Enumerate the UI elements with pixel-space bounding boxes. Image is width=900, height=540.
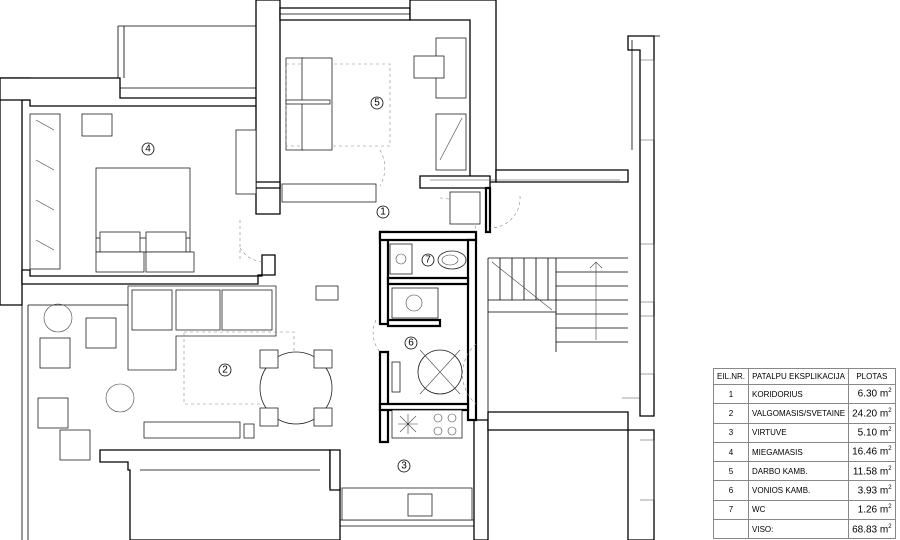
- room-number: 4: [145, 144, 151, 155]
- total-label: VISO:: [748, 519, 850, 540]
- table-header-row: EIL.NR. PATALPU EKSPLIKACIJA PLOTAS: [712, 368, 896, 385]
- kitchen-furniture: [341, 409, 473, 521]
- room-number: 5: [374, 98, 380, 109]
- row-area: 5.10 m2: [848, 422, 896, 443]
- room-number: 2: [222, 365, 228, 376]
- room-number: 3: [401, 461, 407, 472]
- row-area: 11.58 m2: [848, 461, 896, 482]
- corridor-furniture: [315, 191, 481, 301]
- row-area: 1.26 m2: [848, 499, 896, 521]
- room-label-3: 3: [397, 459, 411, 473]
- room-number: 1: [380, 207, 386, 218]
- room-number: 6: [408, 338, 414, 349]
- row-nr: 5: [712, 461, 750, 482]
- interior-walls: [378, 186, 640, 444]
- row-name: DARBO KAMB.: [748, 461, 850, 482]
- bedroom-furniture: [29, 113, 257, 273]
- row-name: KORIDORIUS: [748, 383, 850, 405]
- room-label-2: 2: [218, 363, 232, 377]
- room-number: 7: [425, 255, 431, 266]
- row-nr: 2: [712, 403, 750, 424]
- header-area: PLOTAS: [848, 368, 896, 385]
- row-nr: 6: [712, 480, 750, 501]
- room-label-4: 4: [141, 142, 155, 156]
- row-area: 6.30 m2: [848, 383, 896, 405]
- total-area: 68.83 m2: [848, 519, 896, 540]
- row-nr: 4: [712, 441, 750, 463]
- living-furniture: [37, 285, 333, 461]
- row-name: VALGOMASIS/SVETAINE: [748, 403, 850, 424]
- office-furniture: [281, 37, 467, 203]
- row-name: MIEGAMASIS: [748, 441, 850, 463]
- room-label-6: 6: [404, 336, 418, 350]
- room-number-labels: 1 2 3 4 5 6 7: [141, 96, 435, 473]
- row-area: 16.46 m2: [848, 441, 896, 463]
- total-nr: [712, 519, 750, 540]
- room-label-7: 7: [421, 253, 435, 267]
- row-name: WC: [748, 499, 850, 521]
- header-nr: EIL.NR.: [712, 368, 750, 385]
- row-nr: 1: [712, 383, 750, 405]
- header-name: PATALPU EKSPLIKACIJA: [748, 368, 850, 385]
- table-total-row: VISO:68.83 m2: [712, 519, 896, 540]
- row-name: VIRTUVE: [748, 422, 850, 443]
- room-label-5: 5: [370, 96, 384, 110]
- wc-fixtures: [389, 243, 467, 275]
- row-nr: 7: [712, 499, 750, 521]
- row-nr: 3: [712, 422, 750, 443]
- exterior-walls: [0, 0, 660, 540]
- row-area: 3.93 m2: [848, 480, 896, 501]
- bathroom-fixtures: [391, 287, 463, 395]
- row-area: 24.20 m2: [848, 403, 896, 424]
- doors: [239, 149, 521, 405]
- row-name: VONIOS KAMB.: [748, 480, 850, 501]
- room-label-1: 1: [376, 205, 390, 219]
